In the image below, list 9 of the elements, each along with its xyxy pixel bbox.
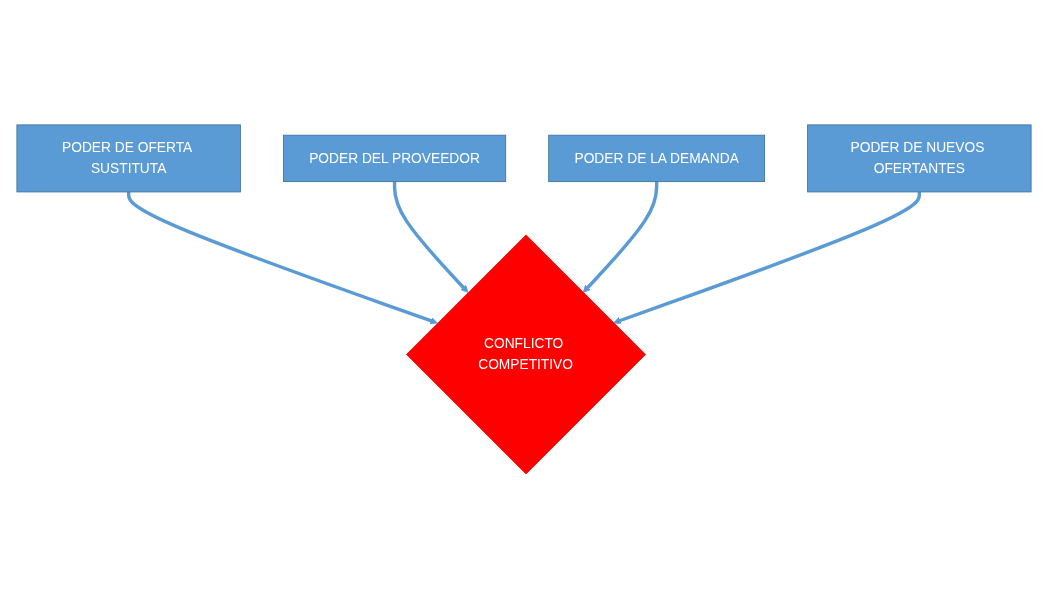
node-box: PODER DE LA DEMANDA — [548, 134, 766, 183]
node-box: PODER DE OFERTA SUSTITUTA — [16, 124, 241, 193]
arrow — [613, 192, 922, 325]
node-box: PODER DEL PROVEEDOR — [282, 134, 507, 183]
node-diamond: CONFLICTO COMPETITIVO — [406, 234, 646, 475]
node-box: PODER DE NUEVOS OFERTANTES — [807, 124, 1032, 193]
arrow — [126, 192, 438, 325]
arrow — [392, 181, 469, 293]
arrow — [582, 181, 659, 293]
